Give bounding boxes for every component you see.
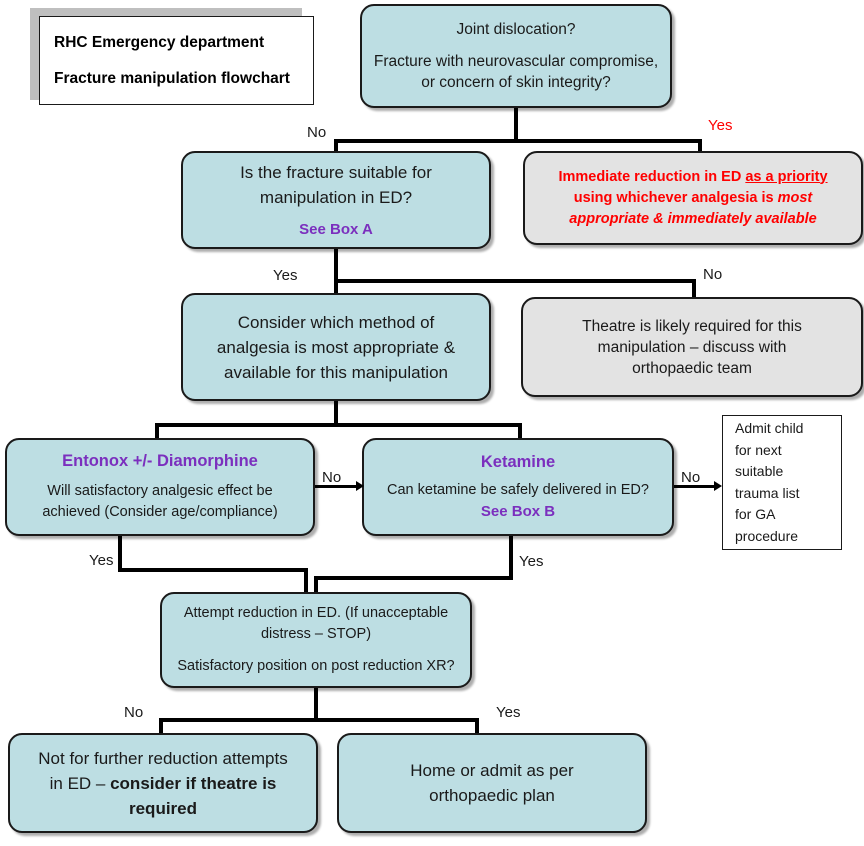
node-ketamine[interactable]: Ketamine Can ketamine be safely delivere… (362, 438, 674, 536)
no-further-line-2: in ED – consider if theatre is (20, 771, 306, 796)
attempt-line-1: Attempt reduction in ED. (If unacceptabl… (183, 605, 449, 621)
immediate-seg-1: Immediate reduction in ED (558, 168, 746, 185)
theatre-line-2: manipulation – discuss with (597, 338, 787, 356)
node-admit-child-trauma-list[interactable]: Admit child for next suitable trauma lis… (722, 415, 842, 550)
ketamine-heading: Ketamine (480, 453, 556, 471)
edge-label-ketamine-no: No (681, 469, 701, 486)
admit-line-5: for GA (735, 506, 776, 522)
consider-line-3: available for this manipulation (224, 362, 448, 382)
node-consider-analgesia-method[interactable]: Consider which method of analgesia is mo… (181, 293, 491, 401)
admit-line-4: trauma list (735, 484, 800, 501)
title-line-2: Fracture manipulation flowchart (54, 69, 290, 87)
edge-label-ketamine-yes: Yes (519, 553, 544, 570)
start-line-1: Joint dislocation? (456, 21, 576, 38)
theatre-line-1: Theatre is likely required for this (582, 317, 802, 335)
arrowhead-ketamine-to-admit (714, 481, 722, 491)
connector-entonox-yes-run (118, 568, 308, 572)
connector-ketamine-yes-stem (509, 536, 513, 580)
edge-label-entonox-no: No (322, 469, 342, 486)
connector-entonox-yes-stem (118, 536, 122, 572)
node-not-for-further-reduction[interactable]: Not for further reduction attempts in ED… (8, 733, 318, 833)
connector-entonox-yes-drop (304, 568, 308, 595)
node-start-joint-dislocation[interactable]: Joint dislocation? Fracture with neurova… (360, 4, 672, 108)
edge-label-start-no: No (307, 124, 327, 141)
node-entonox-diamorphine[interactable]: Entonox +/- Diamorphine Will satisfactor… (5, 438, 315, 536)
immediate-line-3: appropriate & immediately available (535, 209, 851, 230)
connector-consider-to-ketamine (518, 423, 522, 442)
no-further-seg-3-bold: consider if theatre is (110, 773, 277, 793)
immediate-line-2: using whichever analgesia is most (535, 188, 851, 209)
entonox-line-1: Will satisfactory analgesic effect be (47, 483, 273, 499)
immediate-line-1: Immediate reduction in ED as a priority (535, 167, 851, 188)
connector-attempt-stem (314, 688, 318, 720)
suitable-line-2: manipulation in ED? (259, 188, 413, 207)
node-home-or-admit[interactable]: Home or admit as per orthopaedic plan (337, 733, 647, 833)
connector-consider-to-entonox (155, 423, 159, 442)
no-further-seg-2: in ED – (49, 773, 111, 793)
attempt-line-2: distress – STOP) (260, 626, 372, 642)
ketamine-box-reference[interactable]: See Box B (480, 503, 556, 520)
connector-start-split-bar (334, 139, 702, 143)
arrowhead-entonox-to-ketamine (356, 481, 364, 491)
entonox-heading: Entonox +/- Diamorphine (62, 452, 258, 470)
consider-line-1: Consider which method of (237, 312, 435, 332)
immediate-seg-3: using whichever analgesia is (573, 189, 778, 206)
admit-line-3: suitable (735, 463, 784, 479)
node-attempt-reduction[interactable]: Attempt reduction in ED. (If unacceptabl… (160, 592, 472, 688)
admit-line-6: procedure (735, 527, 799, 544)
immediate-seg-4-italic: most (777, 189, 813, 206)
no-further-line-3: required (128, 798, 198, 818)
edge-label-start-yes: Yes (708, 117, 733, 134)
connector-ketamine-yes-drop (314, 576, 318, 595)
node-immediate-reduction[interactable]: Immediate reduction in ED as a priority … (523, 151, 863, 245)
suitable-line-1: Is the fracture suitable for (240, 163, 432, 182)
home-line-2: orthopaedic plan (429, 786, 555, 805)
home-line-1: Home or admit as per (410, 761, 574, 780)
connector-ketamine-no-to-admit (674, 485, 718, 488)
start-line-3: or concern of skin integrity? (421, 74, 611, 91)
immediate-seg-5-italic: appropriate & immediately available (569, 210, 817, 227)
connector-attempt-split-bar (159, 718, 479, 722)
connector-consider-split-bar (155, 423, 522, 427)
connector-suitable-split-bar (334, 279, 696, 283)
consider-line-2: analgesia is most appropriate & (216, 337, 456, 357)
connector-start-stem (514, 108, 518, 141)
suitable-box-reference[interactable]: See Box A (299, 221, 373, 238)
connector-suitable-stem (334, 249, 338, 281)
title-line-1: RHC Emergency department (54, 33, 265, 51)
connector-suitable-to-consider (334, 279, 338, 297)
edge-label-entonox-yes: Yes (89, 552, 114, 569)
edge-label-attempt-yes: Yes (496, 704, 521, 721)
attempt-line-3: Satisfactory position on post reduction … (177, 658, 455, 674)
node-theatre-required[interactable]: Theatre is likely required for this mani… (521, 297, 863, 397)
admit-line-2: for next (735, 441, 782, 458)
ketamine-line-1: Can ketamine be safely delivered in ED? (387, 482, 649, 498)
edge-label-suitable-yes: Yes (273, 267, 298, 284)
connector-attempt-to-home (475, 718, 479, 736)
connector-suitable-to-theatre (692, 279, 696, 300)
entonox-line-2: achieved (Consider age/compliance) (42, 504, 278, 520)
edge-label-suitable-no: No (703, 266, 723, 283)
connector-attempt-to-no-further (159, 718, 163, 736)
title-plate: RHC Emergency department Fracture manipu… (39, 16, 314, 105)
theatre-line-3: orthopaedic team (632, 359, 752, 377)
start-line-2: Fracture with neurovascular compromise, (373, 53, 659, 70)
immediate-seg-2-underlined: as a priority (745, 168, 828, 185)
connector-ketamine-yes-run (314, 576, 513, 580)
node-is-fracture-suitable[interactable]: Is the fracture suitable for manipulatio… (181, 151, 491, 249)
no-further-line-1: Not for further reduction attempts (38, 748, 288, 768)
edge-label-attempt-no: No (124, 704, 144, 721)
admit-line-1: Admit child (735, 420, 804, 436)
connector-consider-stem (334, 401, 338, 427)
connector-entonox-no-to-ketamine (315, 485, 358, 488)
